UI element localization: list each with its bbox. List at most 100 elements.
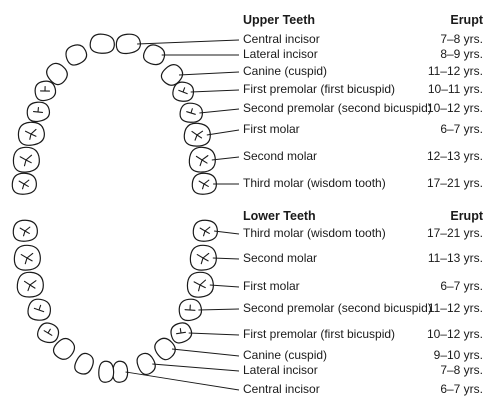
lower-leader-first-molar [209,284,240,288]
lower-leader-canine [171,348,240,357]
erupt-age: 6–7 yrs. [440,122,483,136]
tooth-name: Lateral incisor [243,47,318,61]
erupt-age: 7–8 yrs. [440,32,483,46]
tooth-name: Second premolar (second bicuspid) [243,301,432,315]
erupt-age: 11–12 yrs. [427,64,483,78]
lower-row-second-molar: Second molar 11–13 yrs. [243,251,483,267]
lower-right-second-molar-tooth [189,244,217,271]
erupt-age: 10–11 yrs. [427,82,483,96]
erupt-age: 11–12 yrs. [427,301,483,315]
lower-leader-central-incisor [125,371,240,391]
erupt-age: 8–9 yrs. [440,47,483,61]
upper-row-first-premolar: First premolar (first bicuspid) 10–11 yr… [243,82,483,98]
erupt-age: 10–12 yrs. [426,101,483,115]
upper-row-central-incisor: Central incisor 7–8 yrs. [243,32,483,48]
tooth-name: First premolar (first bicuspid) [243,327,396,341]
lower-right-first-molar-tooth [186,271,214,298]
erupt-age: 6–7 yrs. [440,279,483,293]
tooth-name: First molar [243,122,300,136]
lower-leader-lateral-incisor [152,363,240,372]
upper-row-first-molar: First molar 6–7 yrs. [243,122,483,138]
lower-row-first-premolar: First premolar (first bicuspid) 10–12 yr… [243,327,483,343]
upper-right-canine-tooth [160,64,184,86]
upper-left-lateral-incisor-tooth [65,44,88,66]
tooth-name: Second molar [243,149,318,163]
upper-leader-central-incisor [137,39,240,45]
erupt-age: 7–8 yrs. [440,363,483,377]
lower-teeth-header: Lower Teeth Erupt [243,209,483,225]
lower-leader-second-premolar [198,308,240,311]
lower-left-canine-tooth [52,337,76,360]
tooth-name: Central incisor [243,382,320,396]
tooth-name: Third molar (wisdom tooth) [243,176,386,190]
upper-leader-second-molar [211,156,240,161]
lower-leader-first-premolar [188,332,240,336]
upper-left-second-molar-tooth [12,146,40,173]
tooth-name: Second premolar (second bicuspid) [243,101,432,115]
upper-left-canine-tooth [46,62,68,86]
upper-right-third-molar-tooth [191,172,217,195]
upper-leader-first-molar [206,129,240,136]
lower-leader-third-molar [214,230,240,235]
lower-arch [12,219,218,383]
lower-left-second-molar-tooth [13,244,41,271]
lower-left-first-premolar-tooth [37,322,60,344]
upper-arch [11,33,217,195]
upper-left-first-premolar-tooth [34,80,57,102]
lower-row-lateral-incisor: Lateral incisor 7–8 yrs. [243,363,483,379]
erupt-age: 12–13 yrs. [426,149,483,163]
lower-row-central-incisor: Central incisor 6–7 yrs. [243,382,483,398]
tooth-name: Third molar (wisdom tooth) [243,226,386,240]
upper-row-second-premolar: Second premolar (second bicuspid) 10–12 … [243,101,483,117]
upper-left-first-molar-tooth [17,121,45,146]
lower-row-canine: Canine (cuspid) 9–10 yrs. [243,348,483,364]
upper-erupt-label: Erupt [450,13,483,27]
upper-leader-first-premolar [190,89,240,93]
upper-leader-second-premolar [199,108,240,114]
lower-left-first-molar-tooth [16,271,44,298]
lower-right-central-incisor-tooth [112,360,129,383]
upper-row-lateral-incisor: Lateral incisor 8–9 yrs. [243,47,483,63]
upper-right-second-premolar-tooth [179,102,203,123]
tooth-name: Canine (cuspid) [243,348,328,362]
upper-row-canine: Canine (cuspid) 11–12 yrs. [243,64,483,80]
lower-leader-second-molar [212,257,240,260]
tooth-name: Lateral incisor [243,363,318,377]
tooth-name: Central incisor [243,32,320,46]
erupt-age: 17–21 yrs. [426,176,483,190]
upper-right-first-molar-tooth [183,122,211,147]
upper-left-central-incisor-tooth [89,33,115,54]
lower-left-third-molar-tooth [12,219,38,242]
tooth-name: Canine (cuspid) [243,64,328,78]
leader-lines [125,39,240,391]
upper-teeth-header: Upper Teeth Erupt [243,13,483,29]
lower-teeth-title: Lower Teeth [243,209,316,223]
erupt-age: 11–13 yrs. [427,251,483,265]
lower-row-third-molar: Third molar (wisdom tooth) 17–21 yrs. [243,226,483,242]
lower-right-third-molar-tooth [192,219,218,242]
lower-right-lateral-incisor-tooth [136,352,156,376]
lower-left-lateral-incisor-tooth [74,352,94,375]
lower-left-central-incisor-tooth [98,360,115,383]
erupt-age: 10–12 yrs. [426,327,483,341]
upper-right-lateral-incisor-tooth [142,44,166,66]
lower-erupt-label: Erupt [450,209,483,223]
upper-left-second-premolar-tooth [26,101,51,123]
upper-leader-canine [178,71,240,76]
upper-teeth-title: Upper Teeth [243,13,315,27]
tooth-name: First premolar (first bicuspid) [243,82,396,96]
upper-row-third-molar: Third molar (wisdom tooth) 17–21 yrs. [243,176,483,192]
lower-row-first-molar: First molar 6–7 yrs. [243,279,483,295]
lower-row-second-premolar: Second premolar (second bicuspid) 11–12 … [243,301,483,317]
tooth-name: First molar [243,279,300,293]
erupt-age: 17–21 yrs. [426,226,483,240]
lower-left-second-premolar-tooth [27,298,51,321]
erupt-age: 6–7 yrs. [440,382,483,396]
upper-right-first-premolar-tooth [172,81,195,102]
tooth-name: Second molar [243,251,318,265]
erupt-age: 9–10 yrs. [433,348,483,362]
upper-left-third-molar-tooth [11,172,37,195]
upper-right-central-incisor-tooth [115,33,142,55]
lower-right-canine-tooth [154,337,176,361]
